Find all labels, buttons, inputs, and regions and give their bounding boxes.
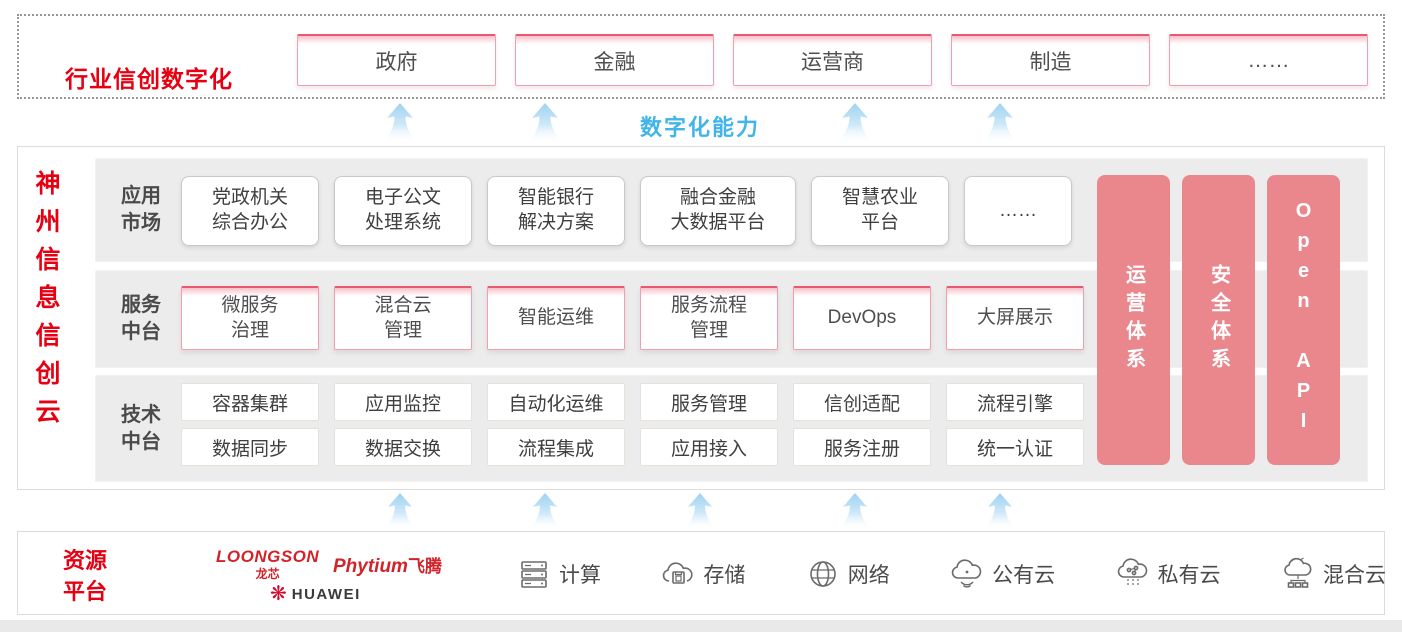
resource-item-label: 存储 [703, 564, 746, 587]
resource-item-compute: 计算 [516, 556, 601, 592]
tech-box-process-integration: 流程集成 [487, 428, 625, 466]
tech-row-label: 技术 中台 [121, 403, 161, 453]
private-cloud-icon [1117, 558, 1147, 586]
tech-box-service-mgmt: 服务管理 [640, 383, 778, 421]
industry-box-government: 政府 [297, 34, 496, 86]
industry-box-manufacturing: 制造 [951, 34, 1150, 86]
capability-band-label: 数字化能力 [639, 115, 760, 140]
service-box-big-screen-display: 大屏展示 [946, 286, 1084, 350]
tech-box-automated-ops: 自动化运维 [487, 383, 625, 421]
platform-title: 神州信息信创云 [32, 170, 60, 436]
resource-item-label: 计算 [559, 564, 601, 587]
app-box-smart-agriculture: 智慧农业 平台 [811, 176, 949, 246]
resource-item-public-cloud: 公有云 [949, 556, 1055, 592]
resource-platform-panel: 资源 平台 LOONGSON 龙芯 Phytium飞腾 ❋ HUAWEI 计算 [17, 531, 1386, 615]
resource-item-label: 私有云 [1157, 564, 1221, 587]
up-arrow-icon [838, 493, 872, 530]
service-platform-row: 服务 中台 微服务 治理 混合云 管理 智能运维 服务流程 管理 DevOps … [95, 270, 1368, 368]
compute-server-icon [521, 561, 547, 588]
pillar-operation-system: 运营体系 [1097, 175, 1170, 465]
huawei-flower-icon: ❋ [270, 583, 287, 605]
up-arrow-icon [983, 493, 1017, 530]
resource-item-label: 网络 [847, 564, 890, 587]
industry-box-operator: 运营商 [733, 34, 932, 86]
tech-box-xinchuang-adaptation: 信创适配 [793, 383, 931, 421]
tech-box-app-access: 应用接入 [640, 428, 778, 466]
phytium-logo-chinese: 飞腾 [407, 557, 442, 576]
up-arrow-icon [382, 103, 418, 143]
industry-box-more: …… [1169, 34, 1368, 86]
resource-item-label: 公有云 [992, 564, 1056, 587]
tech-box-service-registry: 服务注册 [793, 428, 931, 466]
phytium-logo-text: Phytium [333, 556, 408, 577]
huawei-logo-text: HUAWEI [291, 585, 361, 603]
hybrid-cloud-icon [1284, 557, 1312, 588]
loongson-logo-chinese: 龙芯 [255, 567, 280, 581]
resource-item-private-cloud: 私有云 [1115, 556, 1221, 592]
app-market-row-label: 应用 市场 [121, 185, 161, 234]
tech-box-data-sync: 数据同步 [181, 428, 319, 466]
resource-platform-label: 资源 平台 [63, 548, 108, 604]
industry-box-row: 政府 金融 运营商 制造 …… [297, 34, 1368, 86]
service-row-label: 服务 中台 [121, 294, 161, 343]
resource-item-hybrid-cloud: 混合云 [1280, 556, 1386, 592]
loongson-logo: LOONGSON 龙芯 [216, 547, 319, 582]
app-box-e-document-system: 电子公文 处理系统 [334, 176, 472, 246]
up-arrow-icon [982, 103, 1018, 143]
tech-platform-row: 技术 中台 容器集群 应用监控 自动化运维 服务管理 信创适配 流程引擎 数据同… [95, 375, 1368, 482]
industry-box-finance: 金融 [515, 34, 714, 86]
network-globe-icon [809, 561, 836, 587]
pillar-security-system: 安全体系 [1182, 175, 1255, 465]
pillar-open-api: Open API [1267, 175, 1340, 465]
service-box-intelligent-ops: 智能运维 [487, 286, 625, 350]
up-arrow-icon [528, 493, 562, 530]
huawei-logo: ❋ HUAWEI [270, 584, 361, 604]
app-box-more: …… [964, 176, 1072, 246]
service-box-devops: DevOps [793, 286, 931, 350]
app-market-row: 应用 市场 党政机关 综合办公 电子公文 处理系统 智能银行 解决方案 融合金融… [95, 158, 1368, 262]
up-arrow-icon [683, 493, 717, 530]
resource-item-row: 计算 存储 网络 [516, 532, 1396, 616]
service-box-hybrid-cloud-mgmt: 混合云 管理 [334, 286, 472, 350]
tech-box-app-monitoring: 应用监控 [334, 383, 472, 421]
industry-banner-title: 行业信创数字化 [65, 66, 233, 92]
storage-cloud-icon [663, 562, 693, 584]
tech-box-container-cluster: 容器集群 [181, 383, 319, 421]
phytium-logo: Phytium飞腾 [333, 552, 442, 578]
app-box-smart-banking: 智能银行 解决方案 [487, 176, 625, 246]
loongson-logo-text: LOONGSON [216, 547, 320, 566]
app-box-party-gov-office: 党政机关 综合办公 [181, 176, 319, 246]
tech-box-unified-auth: 统一认证 [946, 428, 1084, 466]
resource-item-label: 混合云 [1322, 564, 1386, 587]
up-arrow-icon [383, 493, 417, 530]
public-cloud-icon [951, 559, 982, 588]
service-box-microservice-governance: 微服务 治理 [181, 286, 319, 350]
industry-banner: 行业信创数字化 政府 金融 运营商 制造 …… [17, 14, 1385, 99]
service-box-service-process-mgmt: 服务流程 管理 [640, 286, 778, 350]
tech-box-data-exchange: 数据交换 [334, 428, 472, 466]
resource-item-network: 网络 [805, 556, 890, 592]
bottom-divider-bar [0, 620, 1402, 632]
app-box-finance-bigdata: 融合金融 大数据平台 [640, 176, 796, 246]
up-arrow-icon [527, 103, 563, 143]
tech-box-process-engine: 流程引擎 [946, 383, 1084, 421]
resource-item-storage: 存储 [660, 556, 745, 592]
up-arrow-icon [837, 103, 873, 143]
